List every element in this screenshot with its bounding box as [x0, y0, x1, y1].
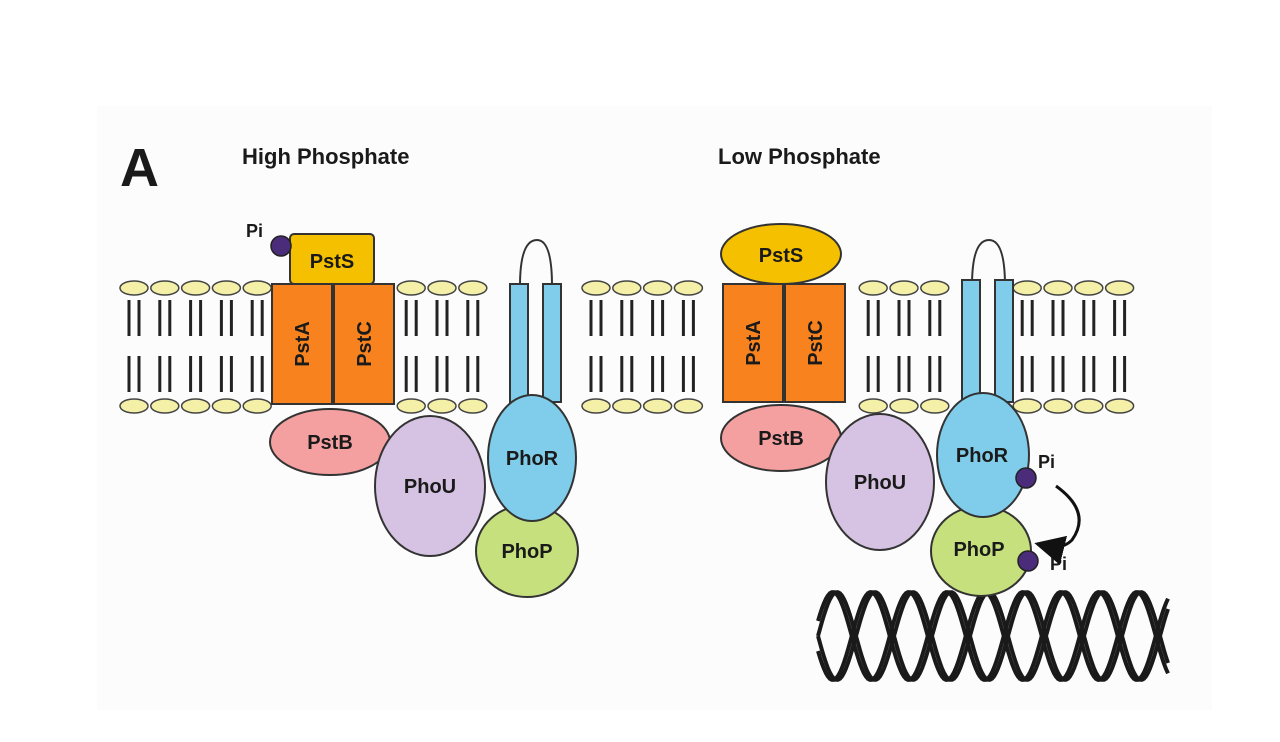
lipid-head	[1012, 398, 1042, 414]
lipid-head	[211, 398, 242, 414]
phou-high-label: PhoU	[404, 476, 456, 498]
lipid-head	[642, 280, 673, 296]
psta-low-label: PstA	[743, 320, 765, 366]
lipid-head	[242, 398, 272, 414]
lipid-head	[119, 398, 149, 414]
phor-tm-helix-low	[961, 279, 981, 403]
lipid-head	[1104, 280, 1135, 296]
lipid-head	[889, 280, 919, 296]
phosphotransfer-arrow-icon	[1034, 484, 1081, 565]
panel-letter: A	[120, 138, 159, 198]
phor-tm-helix-low	[994, 279, 1014, 403]
lipid-head	[396, 280, 426, 296]
lipid-head	[180, 280, 211, 296]
phosphate-dot-icon	[1015, 467, 1037, 489]
phor-low	[936, 392, 1030, 518]
low-phosphate-title: Low Phosphate	[718, 144, 881, 169]
low-phosphate-complex: PstS PstA PstC PstB PhoU PhoP PhoR P	[720, 223, 1170, 682]
phop-high-label: PhoP	[501, 541, 552, 563]
lipid-head	[581, 280, 611, 296]
lipid-head	[119, 280, 149, 296]
lipid-head	[150, 280, 180, 296]
lipid-head	[211, 280, 242, 296]
pi-label-phop: Pi	[1050, 554, 1067, 574]
lipid-head	[920, 398, 950, 414]
lipid-head	[612, 398, 642, 414]
lipid-head	[1043, 280, 1073, 296]
high-phosphate-complex: PstS Pi PstA PstC PstB PhoU PhoP PhoR	[246, 221, 579, 598]
pstb-low-label: PstB	[758, 428, 804, 450]
lipid-head	[427, 280, 457, 296]
dna-helix-icon	[816, 590, 1170, 682]
lipid-head	[889, 398, 919, 414]
lipid-head	[920, 280, 950, 296]
pstc-high	[333, 283, 395, 405]
lipid-head	[1074, 398, 1104, 414]
phou-low-label: PhoU	[854, 472, 906, 494]
phor-high-label: PhoR	[506, 448, 559, 470]
lipid-head	[1012, 280, 1042, 296]
lipid-head	[427, 398, 457, 414]
lipid-head	[1043, 398, 1073, 414]
phor-tm-helix-high	[509, 283, 529, 403]
lipid-head	[1104, 398, 1135, 414]
pstc-low	[784, 283, 846, 403]
psta-high	[271, 283, 333, 405]
lipid-head	[612, 280, 642, 296]
lipid-head	[673, 398, 704, 414]
phor-tm-helix-high	[542, 283, 562, 403]
lipid-head	[150, 398, 180, 414]
phou-low	[825, 413, 935, 551]
psta-high-label: PstA	[292, 321, 314, 367]
lipid-head	[642, 398, 673, 414]
lipid-head	[673, 280, 704, 296]
phor-high	[487, 394, 577, 522]
lipid-head	[180, 398, 211, 414]
lipid-head	[242, 280, 272, 296]
phou-high	[374, 415, 486, 557]
psts-low-label: PstS	[759, 245, 803, 267]
lipid-head	[396, 398, 426, 414]
lipid-head	[858, 398, 888, 414]
phosphate-dot-icon	[1017, 550, 1039, 572]
lipid-head	[458, 398, 488, 414]
psts-high-label: PstS	[310, 251, 354, 273]
pstb-high-label: PstB	[307, 432, 353, 454]
lipid-head	[858, 280, 888, 296]
lipid-bilayer	[119, 280, 1135, 414]
high-phosphate-title: High Phosphate	[242, 144, 409, 169]
psta-low	[722, 283, 784, 403]
pi-label-high: Pi	[246, 221, 263, 241]
phor-low-label: PhoR	[956, 445, 1009, 467]
lipid-head	[581, 398, 611, 414]
pstc-low-label: PstC	[805, 320, 827, 366]
phosphate-dot-icon	[270, 235, 292, 257]
pstc-high-label: PstC	[354, 321, 376, 367]
lipid-head	[1074, 280, 1104, 296]
phop-low-label: PhoP	[953, 539, 1004, 561]
lipid-head	[458, 280, 488, 296]
pi-label-phor: Pi	[1038, 452, 1055, 472]
